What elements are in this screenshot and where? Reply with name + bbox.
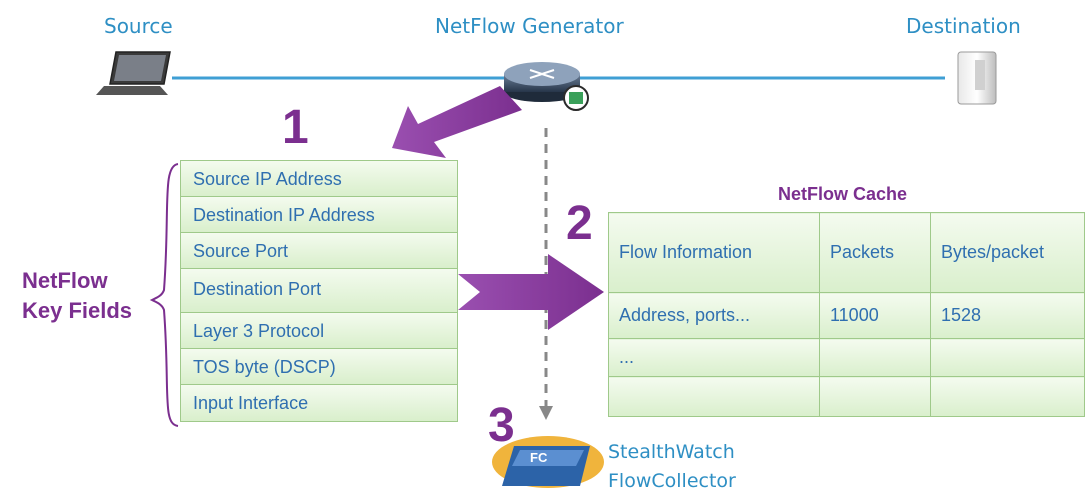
key-field-row: Layer 3 Protocol	[181, 313, 457, 349]
server-icon	[957, 51, 997, 105]
key-field-row: Source Port	[181, 233, 457, 269]
key-fields-label-line2: Key Fields	[22, 298, 133, 323]
cache-row: ...	[608, 338, 1085, 377]
collector-label-line1: StealthWatch	[608, 441, 735, 463]
key-field-row: Input Interface	[181, 385, 457, 421]
generator-label: NetFlow Generator	[435, 14, 624, 38]
cache-header-cell: Packets	[819, 212, 931, 293]
source-label: Source	[104, 14, 173, 38]
cache-cell	[819, 338, 931, 377]
key-fields-label: NetFlow Key Fields	[22, 266, 132, 326]
step-number-1: 1	[282, 101, 309, 154]
cache-cell	[608, 376, 820, 417]
key-field-row: Destination IP Address	[181, 197, 457, 233]
cache-cell: 11000	[819, 292, 931, 339]
netflow-cache-table: Flow Information Packets Bytes/packet Ad…	[608, 212, 1085, 417]
cache-cell: Address, ports...	[608, 292, 820, 339]
cache-header-cell: Bytes/packet	[930, 212, 1085, 293]
flowcollector-icon	[492, 436, 604, 488]
arrow-to-key-fields	[392, 86, 522, 158]
step-number-3: 3	[488, 399, 515, 452]
collector-label: StealthWatch FlowCollector	[608, 438, 736, 496]
key-field-row: Destination Port	[181, 269, 457, 313]
cache-title: NetFlow Cache	[778, 184, 908, 204]
collector-badge-text: FC	[530, 450, 548, 465]
cache-cell	[930, 376, 1085, 417]
cache-row: Address, ports... 11000 1528	[608, 292, 1085, 339]
key-field-row: TOS byte (DSCP)	[181, 349, 457, 385]
step-number-2: 2	[566, 197, 593, 250]
cache-cell: 1528	[930, 292, 1085, 339]
export-arrowhead	[539, 406, 553, 420]
cache-row	[608, 376, 1085, 417]
router-icon	[504, 62, 589, 111]
key-fields-brace	[149, 163, 179, 427]
cache-header-row: Flow Information Packets Bytes/packet	[608, 212, 1085, 293]
arrow-to-cache	[458, 254, 604, 330]
cache-cell: ...	[608, 338, 820, 377]
key-fields-table: Source IP Address Destination IP Address…	[180, 160, 458, 422]
cache-cell	[930, 338, 1085, 377]
laptop-icon	[96, 51, 171, 95]
cache-header-cell: Flow Information	[608, 212, 820, 293]
key-field-row: Source IP Address	[181, 161, 457, 197]
destination-label: Destination	[906, 14, 1021, 38]
key-fields-label-line1: NetFlow	[22, 268, 108, 293]
cache-cell	[819, 376, 931, 417]
collector-label-line2: FlowCollector	[608, 470, 736, 492]
